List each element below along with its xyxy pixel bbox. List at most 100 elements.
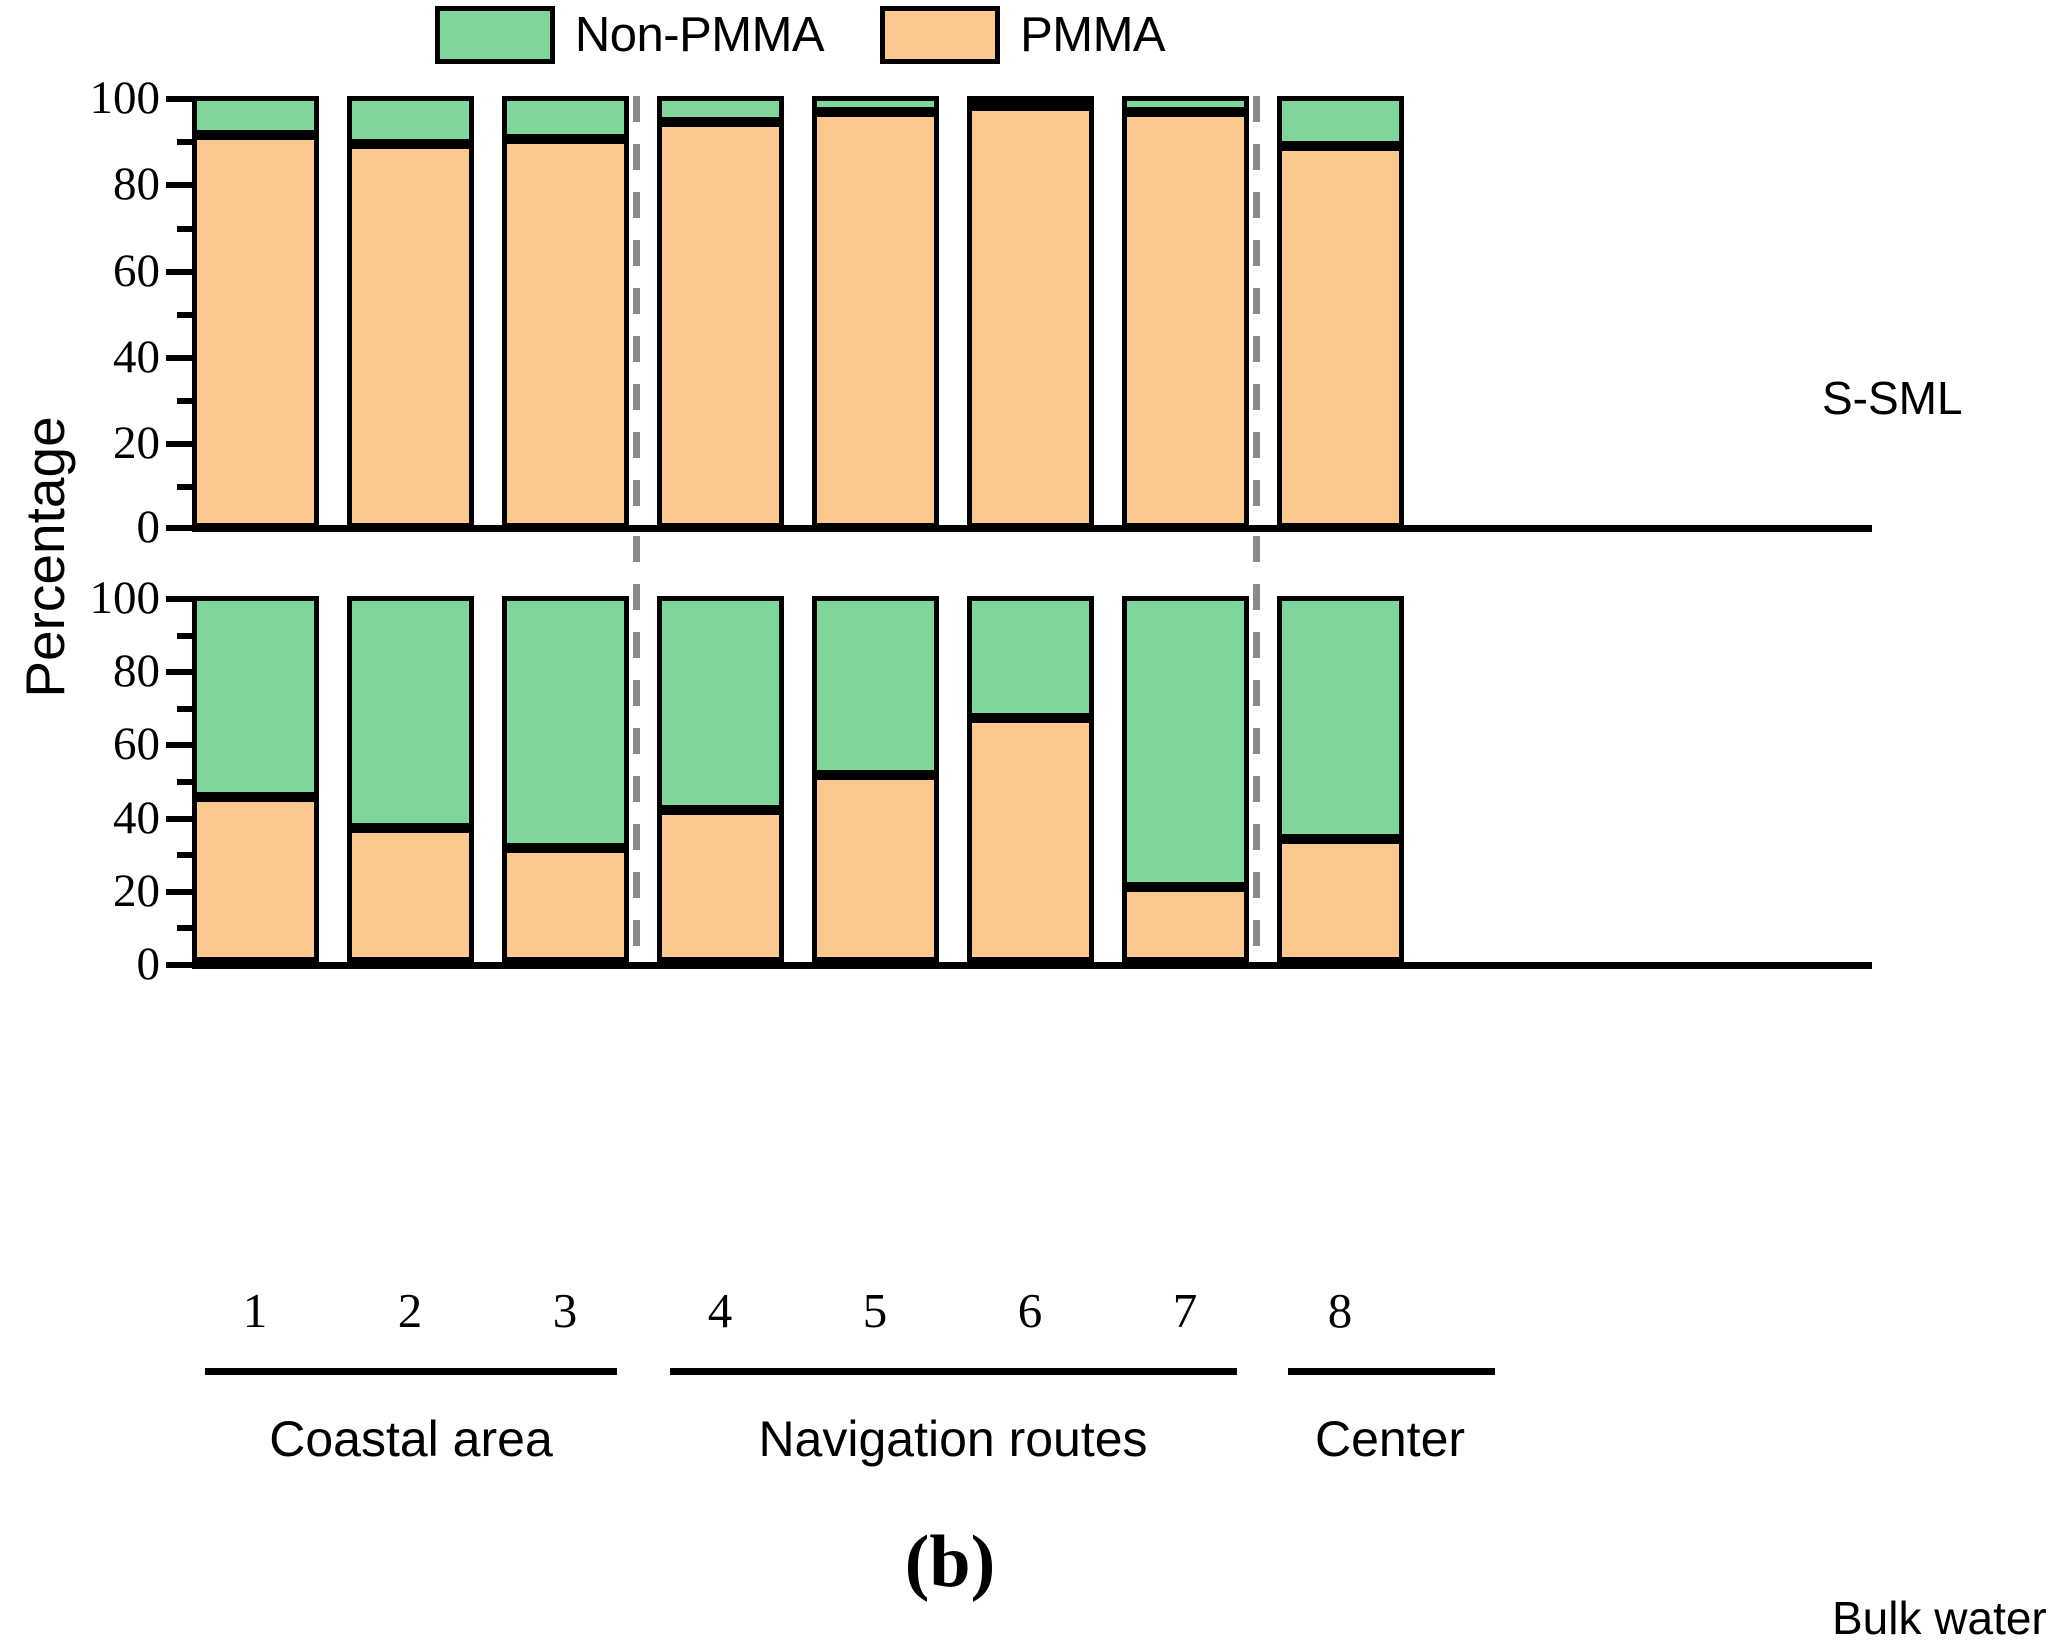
panel-label-bulk-water: Bulk water bbox=[1832, 1592, 2047, 1644]
y-tick-minor-50-top bbox=[177, 312, 192, 318]
bar-s-sml-4 bbox=[657, 96, 784, 528]
bar-segment-non-pmma bbox=[1277, 96, 1404, 146]
bar-segment-non-pmma bbox=[1122, 596, 1249, 887]
y-tick-label-100-bottom: 100 bbox=[89, 572, 161, 624]
group-label-navigation-routes: Navigation routes bbox=[758, 1411, 1148, 1467]
bar-segment-non-pmma bbox=[192, 96, 319, 135]
y-tick-40-bottom bbox=[166, 816, 192, 822]
figure-caption: (b) bbox=[904, 1521, 996, 1603]
bar-s-sml-1 bbox=[192, 96, 319, 528]
bar-segment-pmma bbox=[1277, 839, 1404, 962]
x-tick-label-3: 3 bbox=[552, 1283, 578, 1338]
bar-segment-non-pmma bbox=[967, 96, 1094, 106]
x-axis-spine-top bbox=[192, 525, 1872, 532]
y-tick-label-40-top: 40 bbox=[113, 331, 160, 383]
bar-segment-non-pmma bbox=[347, 596, 474, 828]
group-label-coastal-area: Coastal area bbox=[269, 1411, 553, 1467]
y-tick-60-top bbox=[166, 269, 192, 275]
x-tick-label-7: 7 bbox=[1172, 1283, 1198, 1338]
legend-label-pmma: PMMA bbox=[1020, 8, 1166, 62]
y-tick-label-60-bottom: 60 bbox=[113, 718, 160, 770]
y-tick-label-20-bottom: 20 bbox=[113, 865, 160, 917]
y-axis-title: Percentage bbox=[14, 416, 76, 698]
bar-segment-non-pmma bbox=[812, 596, 939, 775]
y-tick-label-100-top: 100 bbox=[89, 72, 161, 124]
bar-segment-non-pmma bbox=[1122, 96, 1249, 112]
bar-segment-pmma bbox=[502, 139, 629, 528]
group-rule-coastal-area bbox=[205, 1368, 617, 1375]
chart-legend: Non-PMMA PMMA bbox=[0, 6, 1600, 64]
x-tick-label-5: 5 bbox=[862, 1283, 888, 1338]
bar-segment-non-pmma bbox=[347, 96, 474, 144]
bar-segment-pmma bbox=[192, 797, 319, 962]
y-tick-minor-70-bottom bbox=[177, 706, 192, 712]
bar-segment-non-pmma bbox=[502, 596, 629, 848]
y-tick-label-40-bottom: 40 bbox=[113, 792, 160, 844]
bar-segment-pmma bbox=[1122, 112, 1249, 528]
legend-swatch-non-pmma bbox=[434, 6, 555, 64]
x-axis-spine-bottom bbox=[192, 962, 1872, 969]
x-tick-label-2: 2 bbox=[397, 1283, 423, 1338]
y-tick-minor-10-bottom bbox=[177, 925, 192, 931]
panel-label-s-sml: S-SML bbox=[1822, 372, 1963, 424]
y-tick-minor-30-top bbox=[177, 398, 192, 404]
y-tick-minor-90-bottom bbox=[177, 633, 192, 639]
group-rule-center bbox=[1288, 1368, 1495, 1375]
bar-bulk-8 bbox=[1277, 596, 1404, 962]
bar-bulk-1 bbox=[192, 596, 319, 962]
legend-swatch-pmma bbox=[880, 6, 1001, 64]
bar-s-sml-3 bbox=[502, 96, 629, 528]
y-tick-label-0-bottom: 0 bbox=[136, 938, 161, 990]
bar-bulk-5 bbox=[812, 596, 939, 962]
y-tick-label-0-top: 0 bbox=[136, 501, 161, 553]
bar-segment-non-pmma bbox=[812, 96, 939, 112]
bar-s-sml-2 bbox=[347, 96, 474, 528]
bar-segment-non-pmma bbox=[192, 596, 319, 797]
y-tick-0-bottom bbox=[166, 962, 192, 968]
bar-segment-pmma bbox=[347, 144, 474, 528]
legend-label-non-pmma: Non-PMMA bbox=[574, 8, 825, 62]
bar-segment-non-pmma bbox=[657, 596, 784, 810]
bar-s-sml-5 bbox=[812, 96, 939, 528]
bar-bulk-4 bbox=[657, 596, 784, 962]
bar-segment-pmma bbox=[657, 122, 784, 528]
bar-segment-pmma bbox=[1122, 887, 1249, 962]
y-tick-minor-90-top bbox=[177, 139, 192, 145]
bar-segment-pmma bbox=[657, 810, 784, 962]
y-tick-60-bottom bbox=[166, 742, 192, 748]
bar-bulk-7 bbox=[1122, 596, 1249, 962]
bar-segment-pmma bbox=[967, 718, 1094, 962]
bar-s-sml-6 bbox=[967, 96, 1094, 528]
y-tick-20-bottom bbox=[166, 889, 192, 895]
y-tick-minor-10-top bbox=[177, 484, 192, 490]
y-tick-80-top bbox=[166, 182, 192, 188]
y-tick-100-bottom bbox=[166, 596, 192, 602]
x-tick-label-4: 4 bbox=[707, 1283, 733, 1338]
bar-segment-non-pmma bbox=[502, 96, 629, 139]
x-tick-label-6: 6 bbox=[1017, 1283, 1043, 1338]
group-divider-navigation-center-top bbox=[1253, 96, 1260, 528]
y-tick-label-80-top: 80 bbox=[113, 158, 160, 210]
group-divider-coastal-navigation-top bbox=[633, 96, 640, 528]
y-tick-20-top bbox=[166, 441, 192, 447]
y-tick-0-top bbox=[166, 525, 192, 531]
legend-entry-non-pmma: Non-PMMA bbox=[434, 6, 825, 64]
bar-segment-pmma bbox=[502, 848, 629, 962]
y-tick-minor-70-top bbox=[177, 226, 192, 232]
y-tick-80-bottom bbox=[166, 669, 192, 675]
y-tick-minor-30-bottom bbox=[177, 852, 192, 858]
bar-bulk-2 bbox=[347, 596, 474, 962]
bar-segment-pmma bbox=[347, 828, 474, 962]
group-divider-coastal-navigation-bottom bbox=[633, 536, 640, 962]
y-tick-100-top bbox=[166, 96, 192, 102]
bar-s-sml-7 bbox=[1122, 96, 1249, 528]
bar-bulk-3 bbox=[502, 596, 629, 962]
bar-bulk-6 bbox=[967, 596, 1094, 962]
group-rule-navigation-routes bbox=[670, 1368, 1237, 1375]
y-tick-label-60-top: 60 bbox=[113, 245, 160, 297]
y-tick-label-20-top: 20 bbox=[113, 417, 160, 469]
bar-segment-pmma bbox=[967, 106, 1094, 528]
bar-segment-pmma bbox=[812, 775, 939, 962]
chart-panel-s-sml: 100 80 60 40 20 0 bbox=[90, 72, 1963, 553]
